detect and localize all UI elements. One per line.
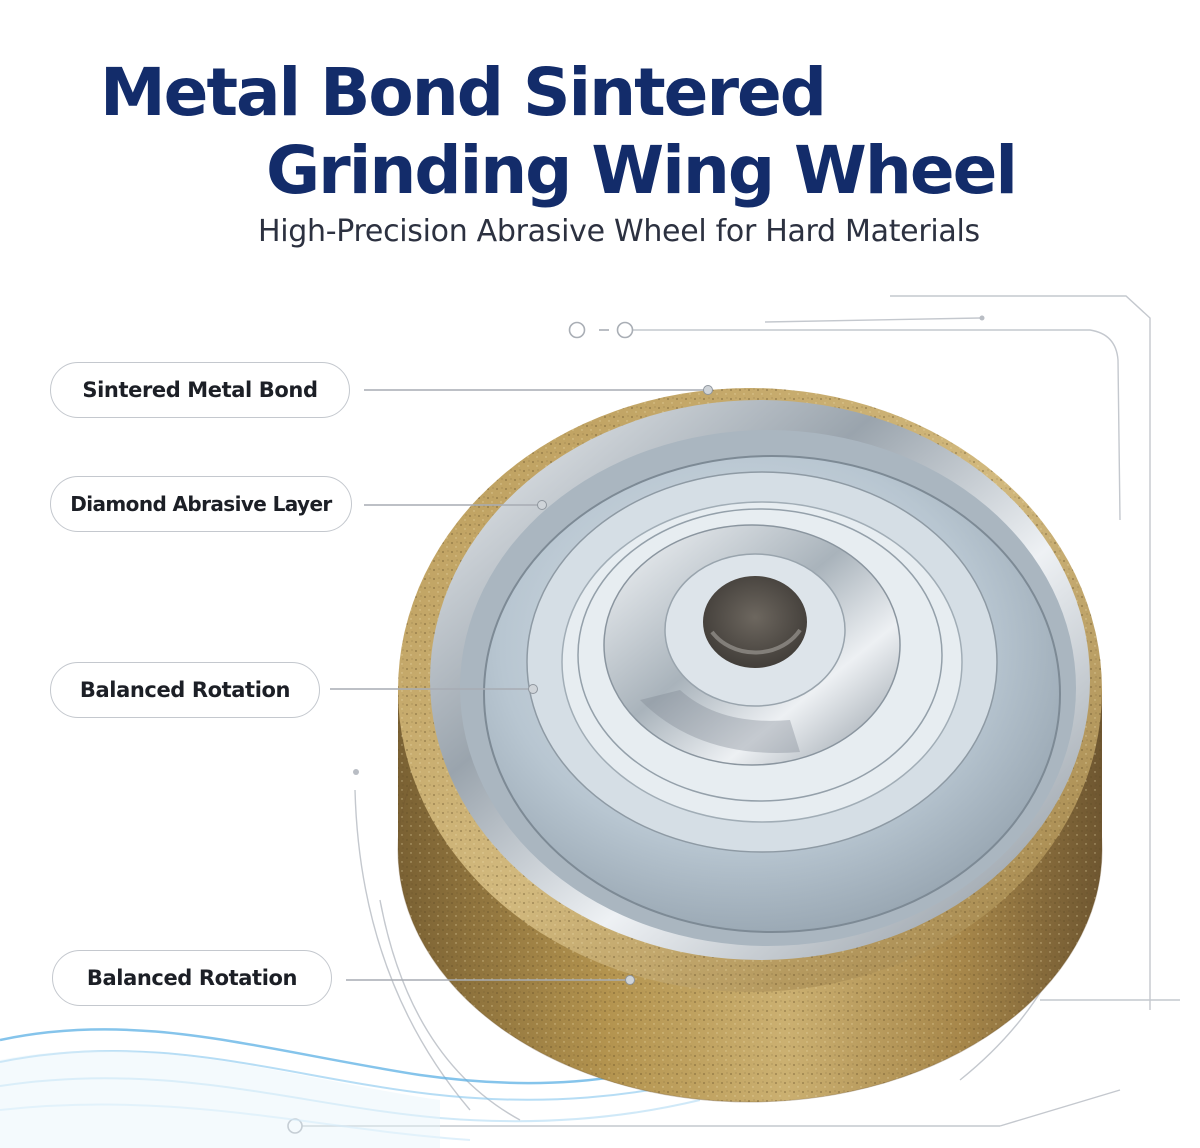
decor-lines — [300, 295, 1180, 1127]
callout-diamond-abrasive-layer: Diamond Abrasive Layer — [50, 476, 352, 532]
page-title-line1: Metal Bond Sintered — [100, 54, 827, 131]
callout-leader-lines — [330, 389, 706, 981]
callout-balanced-rotation: Balanced Rotation — [50, 662, 320, 718]
grinding-wheel-image — [397, 388, 1103, 1103]
callout-balanced-rotation-2: Balanced Rotation — [52, 950, 332, 1006]
decor-node-icon — [568, 321, 586, 339]
callout-dot-icon — [528, 684, 538, 694]
decor-node-icon — [616, 321, 634, 339]
callout-dot-icon — [625, 975, 635, 985]
callout-sintered-metal-bond: Sintered Metal Bond — [50, 362, 350, 418]
callout-dot-icon — [703, 385, 713, 395]
page-title-line2: Grinding Wing Wheel — [266, 132, 1018, 209]
page-subtitle: High-Precision Abrasive Wheel for Hard M… — [258, 214, 980, 249]
callout-dot-icon — [537, 500, 547, 510]
